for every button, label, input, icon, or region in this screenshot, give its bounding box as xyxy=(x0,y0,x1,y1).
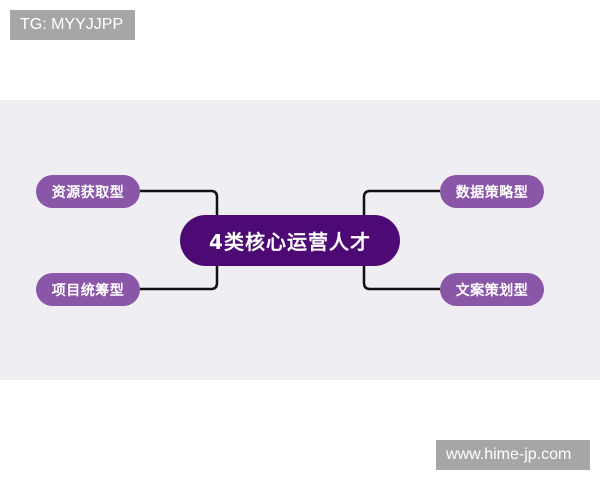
center-label: 4类核心运营人才 xyxy=(209,230,371,254)
connector-bottom-right xyxy=(362,263,440,291)
connector-top-left xyxy=(140,189,219,218)
branch-label: 资源获取型 xyxy=(51,184,125,201)
branch-node-copywriting[interactable]: 文案策划型 xyxy=(440,273,544,306)
connector-bottom-left xyxy=(140,263,219,291)
branch-label: 数据策略型 xyxy=(455,184,529,201)
branch-node-resource-acquisition[interactable]: 资源获取型 xyxy=(36,175,140,208)
branch-label: 文案策划型 xyxy=(455,282,529,299)
connector-top-right xyxy=(362,189,440,218)
connector-lines xyxy=(140,189,440,291)
branch-label: 项目统筹型 xyxy=(51,282,125,299)
watermark-site: www.hime-jp.com xyxy=(436,440,590,470)
branch-node-project-coordination[interactable]: 项目统筹型 xyxy=(36,273,140,306)
center-node[interactable]: 4类核心运营人才 xyxy=(180,215,400,266)
branch-node-data-strategy[interactable]: 数据策略型 xyxy=(440,175,544,208)
mindmap-canvas: 资源获取型 项目统筹型 4类核心运营人才 数据策略型 文案策划型 xyxy=(0,100,600,380)
watermark-tg: TG: MYYJJPP xyxy=(10,10,135,40)
